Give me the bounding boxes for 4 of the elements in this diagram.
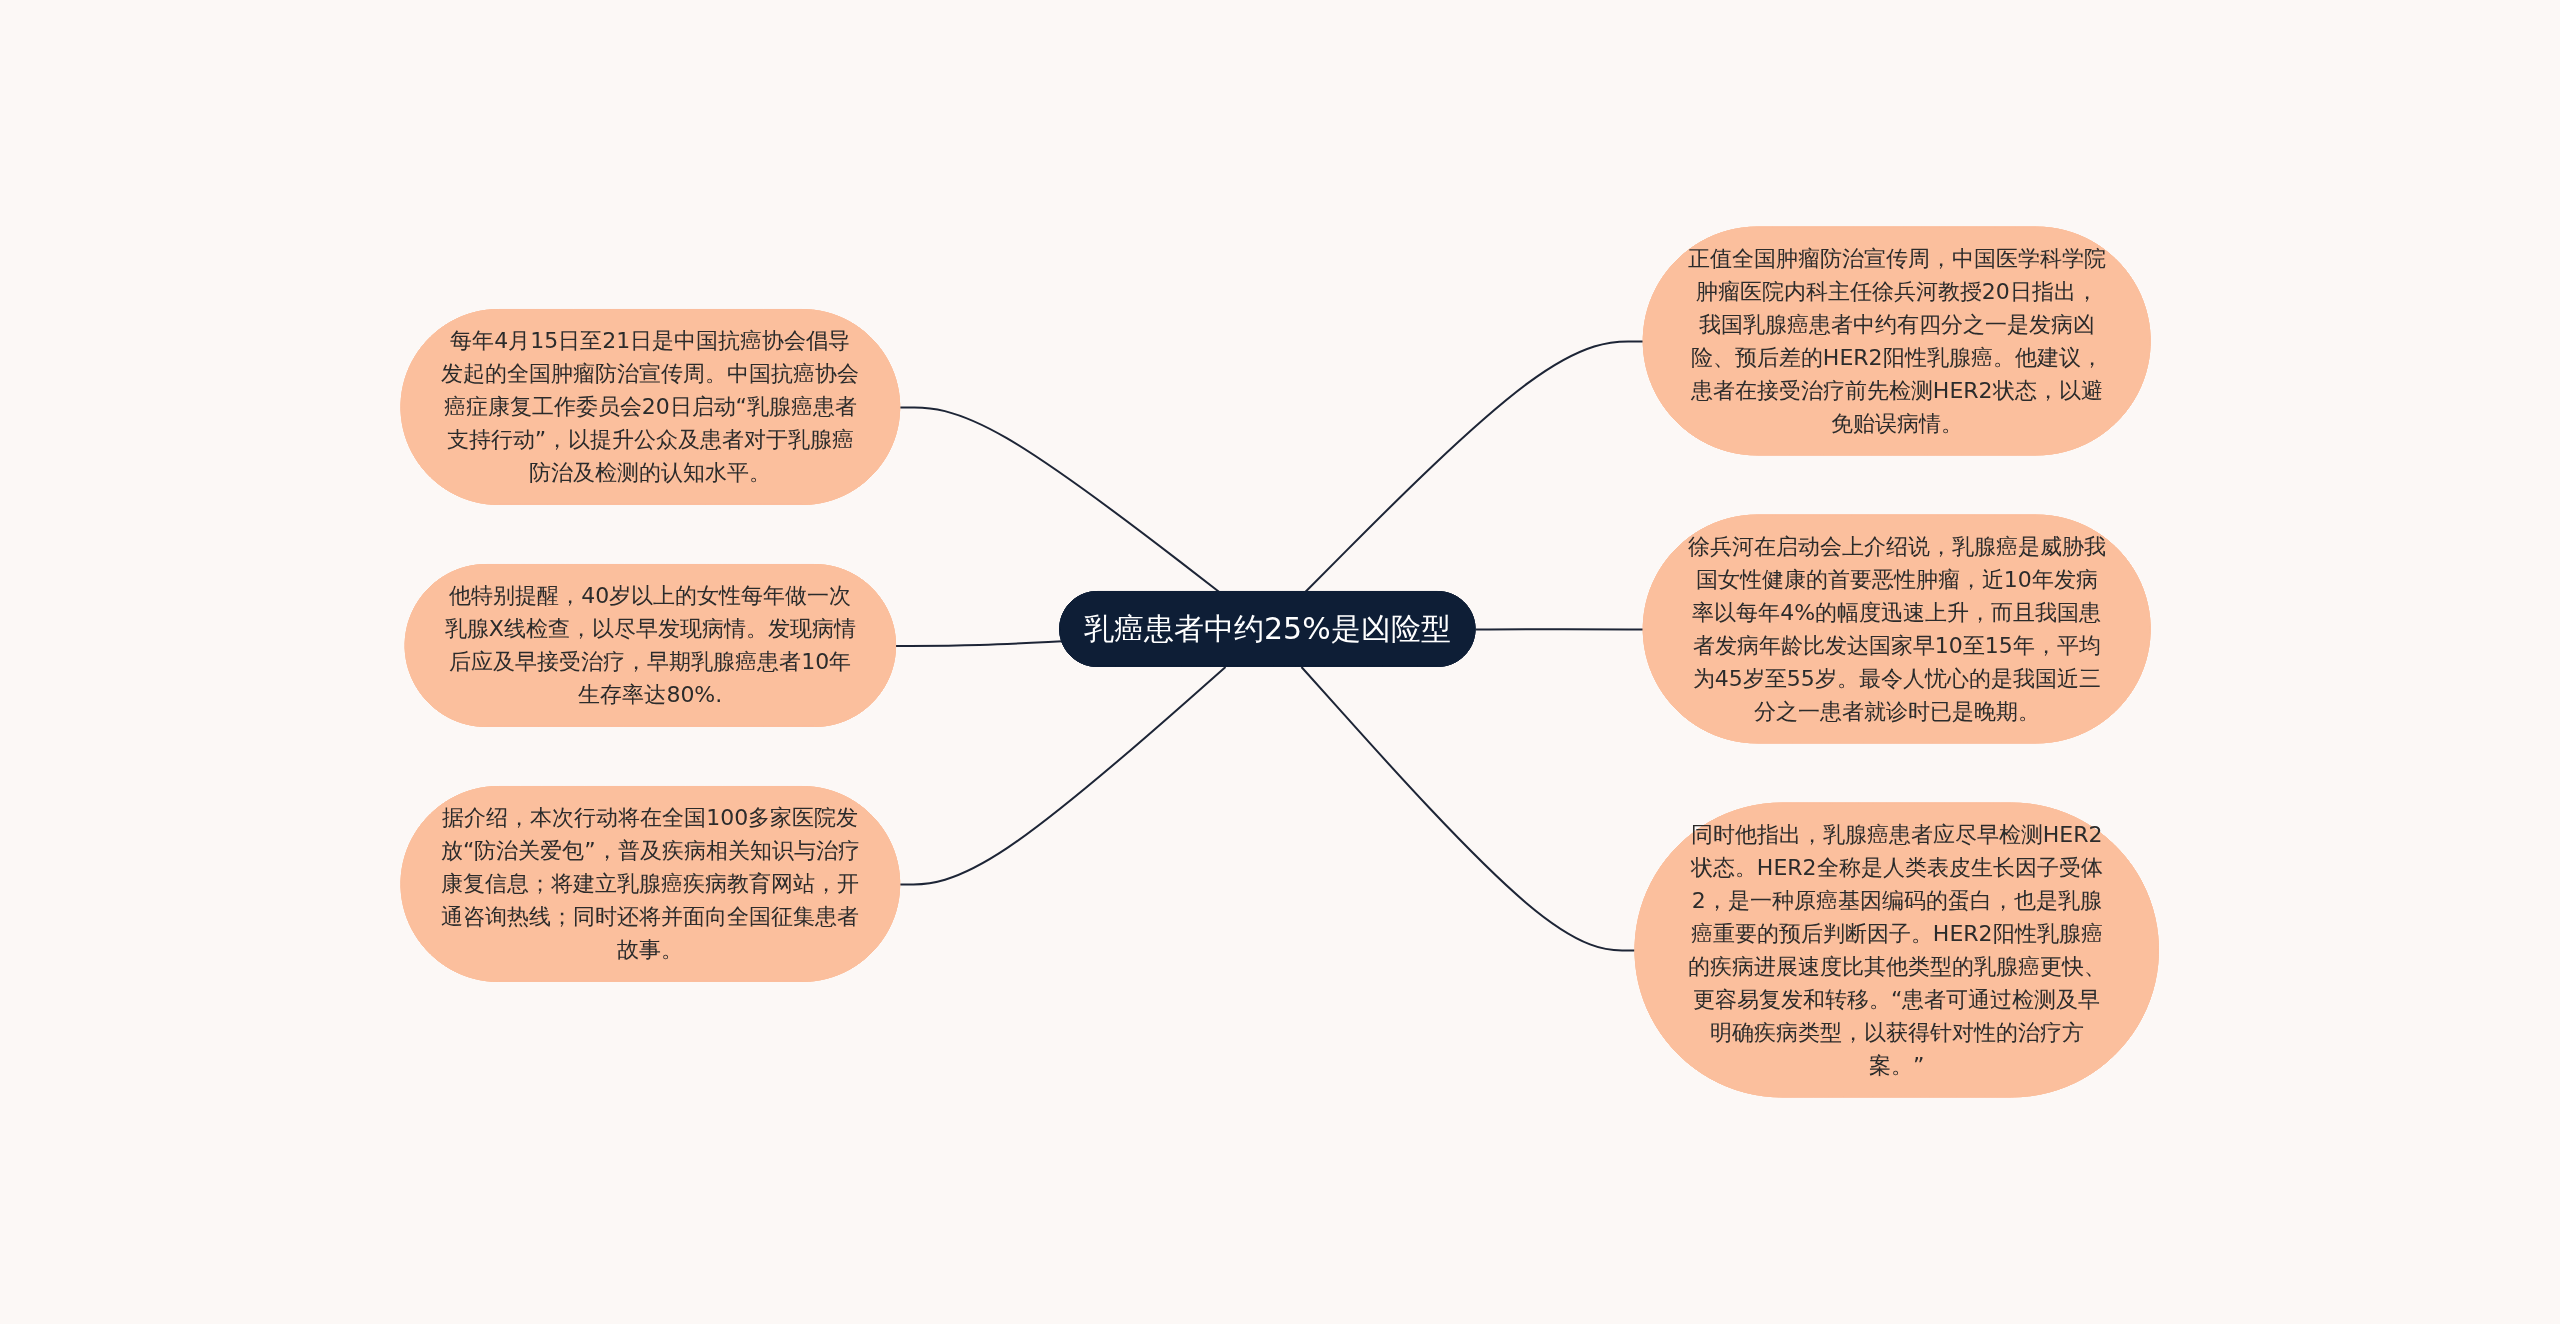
connector <box>895 640 1064 647</box>
connector <box>1300 666 1637 952</box>
connector <box>899 666 1227 886</box>
connector <box>899 406 1221 593</box>
